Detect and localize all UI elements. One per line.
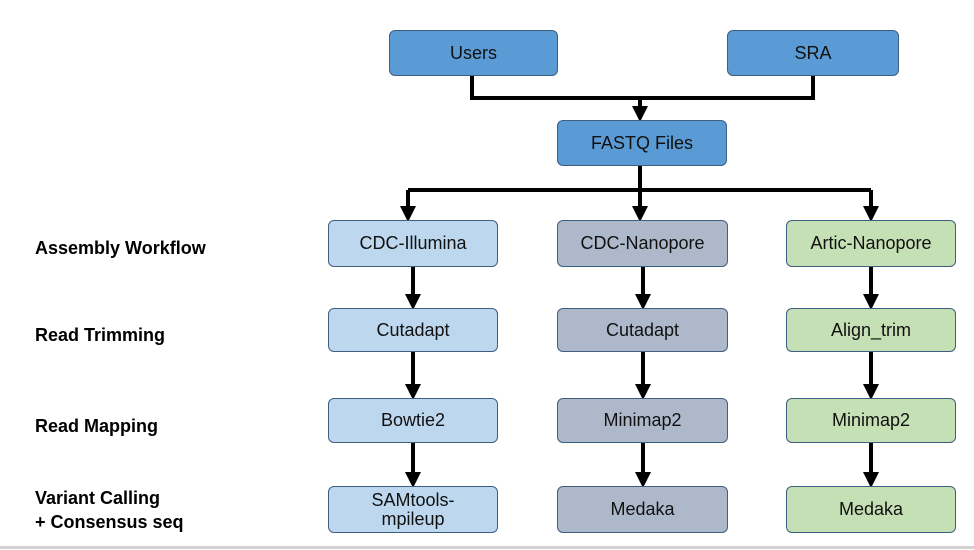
illumina-cutadapt-node: Cutadapt <box>328 308 498 352</box>
bowtie2-node: Bowtie2 <box>328 398 498 443</box>
cdc-nanopore-node: CDC-Nanopore <box>557 220 728 267</box>
nanopore-medaka-node: Medaka <box>557 486 728 533</box>
row-label-read-trimming: Read Trimming <box>35 325 166 345</box>
artic-minimap2-node: Minimap2 <box>786 398 956 443</box>
nanopore-minimap2-node: Minimap2 <box>557 398 728 443</box>
row-label-variant-calling: Variant Calling + Consensus seq <box>35 488 184 533</box>
users-node: Users <box>389 30 558 76</box>
sra-to-fastq-connector <box>640 76 815 100</box>
row-label-read-mapping: Read Mapping <box>35 416 159 436</box>
cdc-illumina-node: CDC-Illumina <box>328 220 498 267</box>
bottom-divider <box>0 546 974 549</box>
users-to-fastq-connector <box>470 76 640 100</box>
nanopore-cutadapt-node: Cutadapt <box>557 308 728 352</box>
artic-nanopore-node: Artic-Nanopore <box>786 220 956 267</box>
sra-node: SRA <box>727 30 899 76</box>
fastq-files-node: FASTQ Files <box>557 120 727 166</box>
row-label-assembly-workflow: Assembly Workflow <box>35 238 206 258</box>
artic-medaka-node: Medaka <box>786 486 956 533</box>
align-trim-node: Align_trim <box>786 308 956 352</box>
samtools-mpileup-node: SAMtools- mpileup <box>328 486 498 533</box>
